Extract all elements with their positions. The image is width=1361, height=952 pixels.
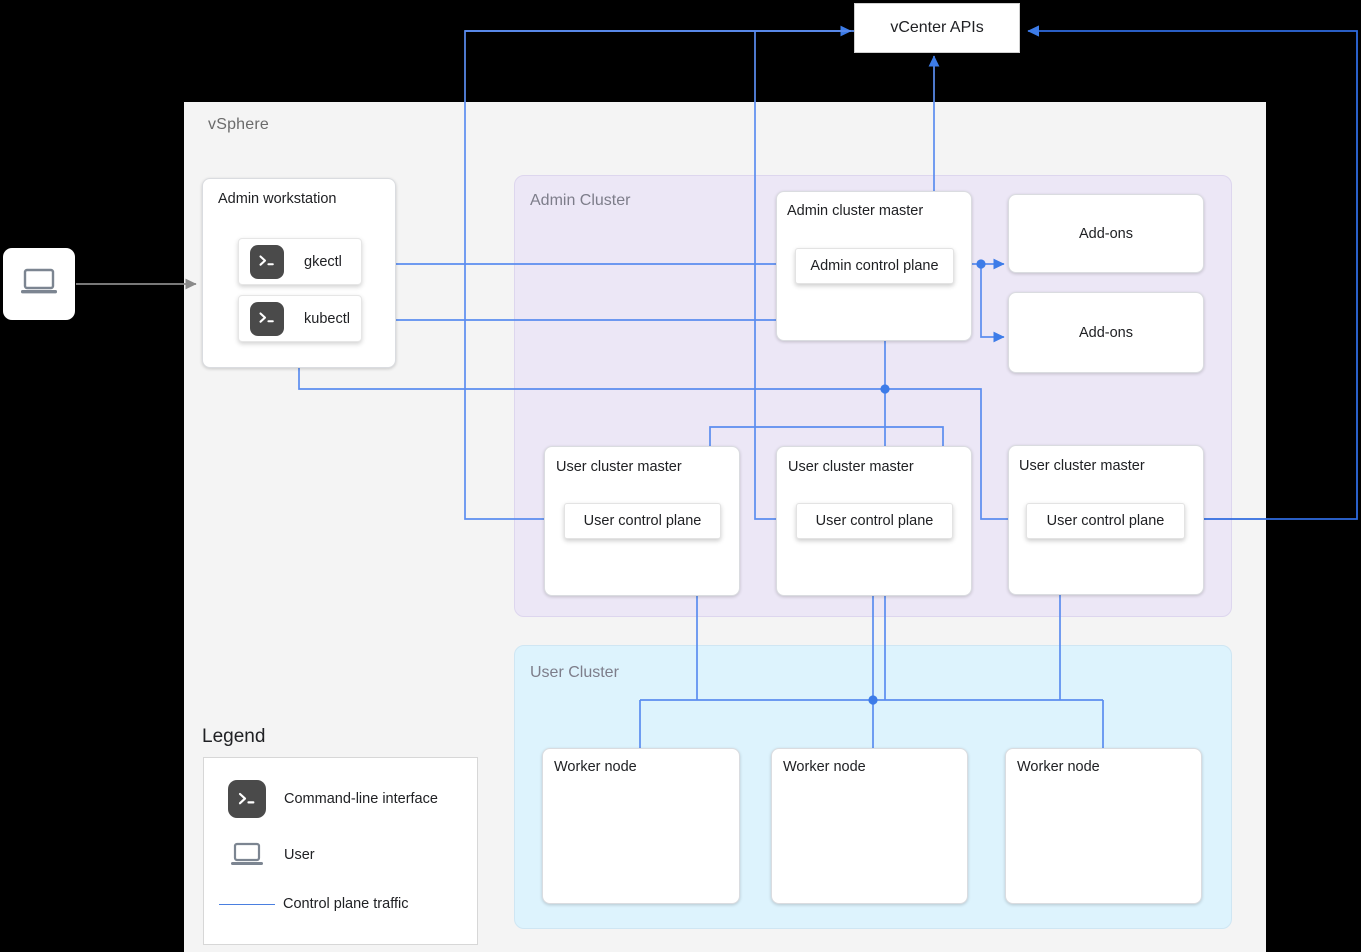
vsphere-label: vSphere — [208, 116, 269, 133]
addons-node-1[interactable]: Add-ons — [1008, 194, 1204, 273]
line-swatch-icon — [219, 903, 275, 905]
worker-node-1[interactable] — [542, 748, 740, 904]
user-actor-node[interactable] — [3, 248, 75, 320]
worker-node-2[interactable] — [771, 748, 968, 904]
legend-item-cli-label: Command-line interface — [284, 791, 438, 807]
user-cluster-label: User Cluster — [530, 664, 619, 681]
worker-node-label-2: Worker node — [783, 759, 866, 775]
user-control-plane-node-1[interactable]: User control plane — [564, 503, 721, 539]
addons-node-2[interactable]: Add-ons — [1008, 292, 1204, 373]
legend-item-user: User — [228, 842, 315, 868]
cli-kubectl-label: kubectl — [304, 310, 350, 327]
user-cluster-master-label-2: User cluster master — [788, 459, 914, 475]
addons-label-1: Add-ons — [1078, 225, 1133, 242]
vcenter-apis-node[interactable]: vCenter APIs — [854, 3, 1020, 53]
cli-gkectl[interactable]: gkectl — [238, 238, 362, 285]
user-cluster-master-label-1: User cluster master — [556, 459, 682, 475]
user-cluster-master-label-3: User cluster master — [1019, 458, 1145, 474]
user-control-plane-node-3[interactable]: User control plane — [1026, 503, 1185, 539]
legend-item-user-label: User — [284, 847, 315, 863]
admin-control-plane-node[interactable]: Admin control plane — [795, 248, 954, 284]
worker-node-label-1: Worker node — [554, 759, 637, 775]
terminal-icon — [250, 244, 284, 279]
terminal-icon — [228, 780, 266, 818]
worker-node-label-3: Worker node — [1017, 759, 1100, 775]
user-control-plane-node-2[interactable]: User control plane — [796, 503, 953, 539]
worker-node-3[interactable] — [1005, 748, 1202, 904]
admin-cluster-master-label: Admin cluster master — [787, 203, 924, 219]
legend-item-cli: Command-line interface — [228, 780, 438, 818]
legend-item-control-plane: Control plane traffic — [219, 896, 408, 912]
admin-workstation-label: Admin workstation — [218, 191, 337, 207]
laptop-icon — [19, 267, 59, 302]
user-control-plane-label-1: User control plane — [583, 513, 702, 529]
legend-title: Legend — [202, 726, 266, 747]
user-control-plane-label-3: User control plane — [1046, 513, 1165, 529]
cli-gkectl-label: gkectl — [304, 253, 342, 270]
addons-label-2: Add-ons — [1078, 324, 1133, 341]
laptop-icon — [228, 842, 266, 868]
legend-item-control-plane-label: Control plane traffic — [283, 896, 409, 912]
user-control-plane-label-2: User control plane — [815, 513, 934, 529]
admin-control-plane-label: Admin control plane — [810, 258, 939, 274]
vcenter-apis-label: vCenter APIs — [890, 19, 984, 36]
cli-kubectl[interactable]: kubectl — [238, 295, 362, 342]
terminal-icon — [250, 301, 284, 336]
admin-cluster-label: Admin Cluster — [530, 192, 631, 209]
